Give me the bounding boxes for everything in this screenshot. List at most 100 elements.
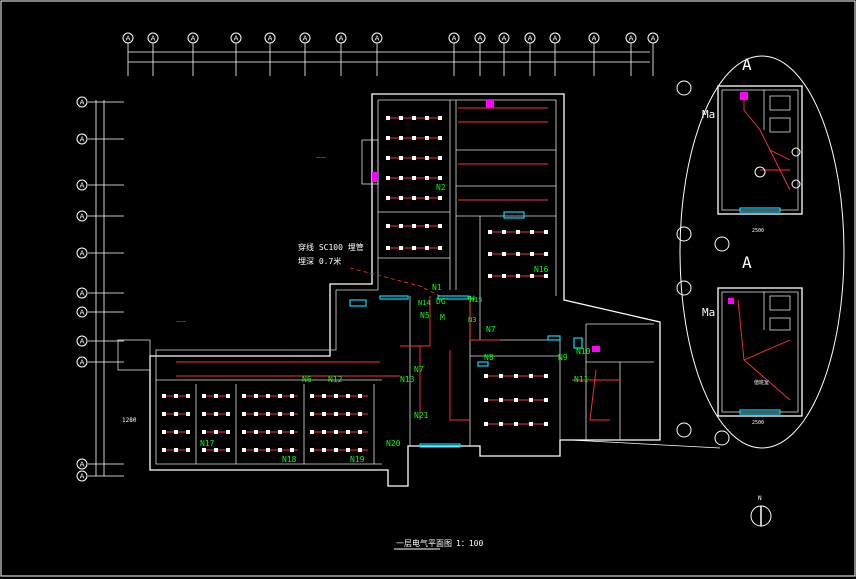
light-fixture (529, 398, 533, 402)
light-fixture (334, 448, 338, 452)
light-fixture (174, 448, 178, 452)
detail-callout: A A Ma Ma 2500 2500 值班室 (569, 55, 845, 449)
svg-text:A: A (191, 35, 196, 43)
light-fixture (186, 430, 190, 434)
light-fixture (425, 246, 429, 250)
light-fixture (438, 224, 442, 228)
light-fixture (226, 412, 230, 416)
light-fixture (322, 394, 326, 398)
label-N18: N18 (282, 455, 297, 464)
light-fixture (310, 430, 314, 434)
light-fixture (202, 430, 206, 434)
label-N17: N17 (200, 439, 215, 448)
label-N14: N14 (418, 299, 431, 307)
svg-text:A: A (80, 213, 85, 221)
grid-bubble-top: A (122, 32, 134, 76)
light-fixture (266, 448, 270, 452)
label-N2: N2 (436, 183, 446, 192)
label-N16: N16 (534, 265, 549, 274)
light-fixture (399, 176, 403, 180)
light-fixture (322, 448, 326, 452)
grid-bubble-left: A (76, 306, 124, 318)
note-line-1: 穿线 SC100 埋管 (298, 242, 364, 252)
grid-bubble-top: A (147, 32, 159, 76)
svg-text:A: A (339, 35, 344, 43)
light-fixture (290, 448, 294, 452)
light-fixture (488, 252, 492, 256)
light-fixture (544, 274, 548, 278)
light-fixture (544, 230, 548, 234)
grid-bubble-top: A (524, 32, 536, 76)
light-fixture (516, 252, 520, 256)
svg-text:A: A (303, 35, 308, 43)
light-fixture (425, 224, 429, 228)
svg-text:A: A (80, 338, 85, 346)
light-fixture (214, 412, 218, 416)
label-N7-top: N7 (486, 325, 496, 334)
light-fixture (254, 430, 258, 434)
light-fixture (254, 412, 258, 416)
grid-bubble-left: A (76, 210, 124, 222)
svg-text:A: A (629, 35, 634, 43)
lighting-fixtures (162, 116, 548, 452)
light-fixture (529, 374, 533, 378)
light-fixture (266, 430, 270, 434)
detail-dim-b: 2500 (752, 420, 764, 426)
light-fixture (174, 394, 178, 398)
label-N6: N6 (302, 375, 312, 384)
light-fixture (242, 448, 246, 452)
light-fixture (516, 230, 520, 234)
grid-bubble-left: A (76, 247, 124, 259)
label-N15: N15 (470, 296, 483, 304)
light-fixture (202, 412, 206, 416)
light-fixture (530, 274, 534, 278)
light-fixture (484, 398, 488, 402)
light-fixture (174, 430, 178, 434)
light-fixture (412, 116, 416, 120)
svg-text:A: A (80, 473, 85, 481)
grid-bubble-top: A (498, 32, 510, 76)
svg-text:A: A (151, 35, 156, 43)
grid-bubble-top: A (474, 32, 486, 76)
light-fixture (310, 412, 314, 416)
grid-bubble-top: A (588, 32, 600, 76)
svg-text:A: A (268, 35, 273, 43)
grid-bubble-left: A (76, 335, 124, 347)
svg-text:A: A (592, 35, 597, 43)
light-fixture (544, 398, 548, 402)
light-fixture (290, 394, 294, 398)
grid-bubble-top: A (264, 32, 276, 76)
light-fixture (214, 430, 218, 434)
svg-text:一一: 一一 (316, 156, 326, 162)
grid-bubble-left: A (76, 96, 124, 108)
light-fixture (346, 412, 350, 416)
light-fixture (438, 246, 442, 250)
label-N8: N8 (484, 353, 494, 362)
light-fixture (358, 412, 362, 416)
light-fixture (530, 252, 534, 256)
light-fixture (226, 430, 230, 434)
light-fixture (266, 394, 270, 398)
light-fixture (358, 430, 362, 434)
svg-text:A: A (80, 359, 85, 367)
label-N11: N11 (574, 375, 589, 384)
light-fixture (438, 196, 442, 200)
light-fixture (214, 448, 218, 452)
label-N3: N3 (468, 316, 476, 324)
svg-text:A: A (234, 35, 239, 43)
light-fixture (514, 374, 518, 378)
light-fixture (266, 412, 270, 416)
drawing-scale: 1：100 (456, 539, 483, 548)
light-fixture (278, 412, 282, 416)
grid-bubble-top: A (549, 32, 561, 76)
light-fixture (425, 196, 429, 200)
light-fixture (386, 156, 390, 160)
light-fixture (399, 156, 403, 160)
light-fixture (242, 430, 246, 434)
light-fixture (162, 430, 166, 434)
light-fixture (530, 230, 534, 234)
